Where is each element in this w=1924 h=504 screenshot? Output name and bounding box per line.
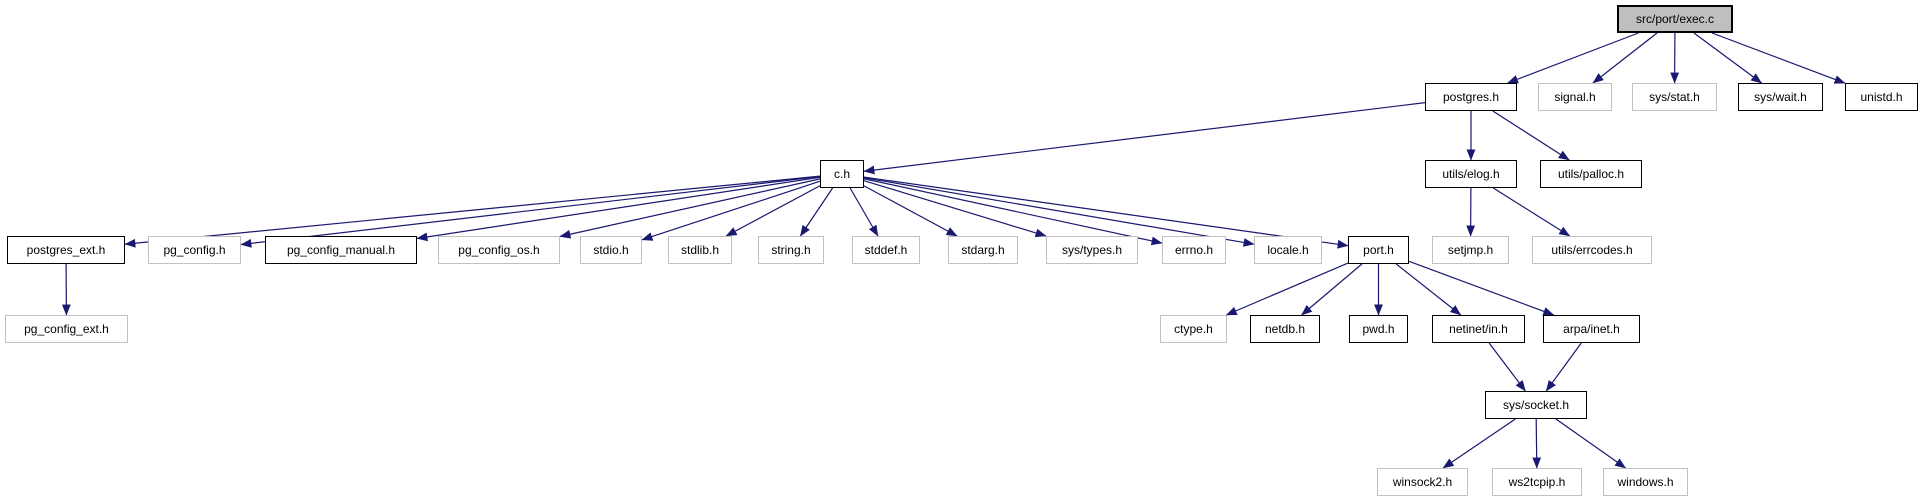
graph-node-label: pwd.h <box>1362 322 1395 336</box>
graph-node-label: port.h <box>1363 243 1394 257</box>
graph-node-postgres-ext-h[interactable]: postgres_ext.h <box>7 236 125 264</box>
graph-node-winsock2-h: winsock2.h <box>1377 468 1468 496</box>
edge-c-h-to-postgres-ext-h <box>124 175 821 248</box>
edge-c-h-to-pg-config-h <box>240 175 821 248</box>
edge-c-h-to-port-h <box>863 176 1349 249</box>
graph-node-label: ctype.h <box>1174 322 1213 336</box>
edge-c-h-to-pg-config-manual-h <box>416 176 821 242</box>
edge-exec-c-to-postgres-h <box>1507 32 1639 84</box>
edge-c-h-to-stdio-h <box>641 180 821 241</box>
graph-node-label: sys/types.h <box>1061 243 1123 257</box>
graph-node-postgres-h[interactable]: postgres.h <box>1425 83 1517 111</box>
graph-node-signal-h: signal.h <box>1538 83 1612 111</box>
edge-c-h-to-string-h <box>799 187 834 237</box>
graph-node-label: pg_config_manual.h <box>286 243 396 257</box>
graph-node-label: unistd.h <box>1860 90 1903 104</box>
edge-c-h-to-sys-types-h <box>863 180 1047 238</box>
graph-node-windows-h: windows.h <box>1603 468 1688 496</box>
edge-postgres-h-to-c-h <box>863 102 1426 175</box>
graph-node-label: postgres.h <box>1442 90 1500 104</box>
graph-node-label: sys/socket.h <box>1502 398 1570 412</box>
graph-node-sys-socket-h[interactable]: sys/socket.h <box>1485 391 1587 419</box>
graph-node-label: arpa/inet.h <box>1563 322 1620 336</box>
edge-sys-socket-h-to-winsock2-h <box>1442 418 1516 469</box>
edge-utils-elog-h-to-utils-errcodes-h <box>1492 187 1571 237</box>
edge-c-h-to-pg-config-os-h <box>559 178 821 239</box>
graph-node-label: c.h <box>833 167 850 181</box>
graph-node-stdio-h: stdio.h <box>580 236 642 264</box>
graph-node-netdb-h[interactable]: netdb.h <box>1250 315 1320 343</box>
graph-node-label: stdlib.h <box>680 243 720 257</box>
graph-node-ctype-h: ctype.h <box>1160 315 1227 343</box>
edge-exec-c-to-unistd-h <box>1711 32 1846 84</box>
graph-node-label: errno.h <box>1174 243 1214 257</box>
graph-node-pg-config-os-h: pg_config_os.h <box>438 236 560 264</box>
graph-node-label: sys/wait.h <box>1754 90 1807 104</box>
edge-c-h-to-stdarg-h <box>863 185 958 237</box>
edge-arpa-inet-h-to-sys-socket-h <box>1545 342 1582 392</box>
graph-node-pg-config-h: pg_config.h <box>148 236 241 264</box>
graph-node-label: src/port/exec.c <box>1635 12 1715 26</box>
graph-node-errno-h: errno.h <box>1162 236 1226 264</box>
graph-node-arpa-inet-h[interactable]: arpa/inet.h <box>1543 315 1640 343</box>
graph-node-label: utils/palloc.h <box>1557 167 1625 181</box>
edge-c-h-to-errno-h <box>863 178 1163 246</box>
graph-node-string-h: string.h <box>758 236 824 264</box>
graph-node-stddef-h: stddef.h <box>852 236 920 264</box>
graph-node-utils-elog-h[interactable]: utils/elog.h <box>1425 160 1517 188</box>
graph-node-exec-c: src/port/exec.c <box>1617 5 1733 33</box>
graph-node-label: locale.h <box>1267 243 1309 257</box>
graph-node-pg-config-ext-h: pg_config_ext.h <box>5 315 128 343</box>
graph-node-label: sys/stat.h <box>1649 90 1700 104</box>
graph-node-setjmp-h: setjmp.h <box>1432 236 1509 264</box>
graph-node-stdarg-h: stdarg.h <box>948 236 1018 264</box>
graph-node-label: stdarg.h <box>961 243 1005 257</box>
edge-sys-socket-h-to-windows-h <box>1555 418 1627 469</box>
graph-node-c-h[interactable]: c.h <box>820 160 864 188</box>
graph-node-label: utils/elog.h <box>1442 167 1500 181</box>
graph-node-label: utils/errcodes.h <box>1551 243 1633 257</box>
graph-node-label: netdb.h <box>1264 322 1306 336</box>
edge-netinet-in-h-to-sys-socket-h <box>1488 342 1526 392</box>
graph-node-locale-h: locale.h <box>1254 236 1322 264</box>
graph-node-label: stddef.h <box>864 243 908 257</box>
graph-node-pwd-h[interactable]: pwd.h <box>1349 315 1408 343</box>
edge-sys-socket-h-to-ws2tcpip-h <box>1532 418 1542 469</box>
edge-exec-c-to-sys-wait-h <box>1693 32 1763 84</box>
graph-node-label: pg_config.h <box>163 243 226 257</box>
graph-node-stdlib-h: stdlib.h <box>668 236 732 264</box>
edge-postgres-h-to-utils-palloc-h <box>1492 110 1570 161</box>
edge-c-h-to-locale-h <box>863 177 1255 247</box>
edge-port-h-to-netdb-h <box>1301 263 1363 316</box>
edge-port-h-to-netinet-in-h <box>1395 263 1462 316</box>
graph-node-label: pg_config_os.h <box>458 243 540 257</box>
graph-node-label: ws2tcpip.h <box>1508 475 1566 489</box>
graph-node-sys-stat-h: sys/stat.h <box>1632 83 1717 111</box>
graph-node-sys-wait-h[interactable]: sys/wait.h <box>1738 83 1823 111</box>
graph-node-label: setjmp.h <box>1447 243 1494 257</box>
graph-node-utils-palloc-h[interactable]: utils/palloc.h <box>1540 160 1642 188</box>
graph-node-label: string.h <box>771 243 811 257</box>
graph-node-label: stdio.h <box>593 243 629 257</box>
graph-node-port-h[interactable]: port.h <box>1348 236 1409 264</box>
edge-c-h-to-stddef-h <box>849 187 879 237</box>
edge-port-h-to-arpa-inet-h <box>1408 260 1555 316</box>
graph-node-label: windows.h <box>1617 475 1674 489</box>
graph-node-pg-config-manual-h[interactable]: pg_config_manual.h <box>265 236 417 264</box>
graph-node-utils-errcodes-h: utils/errcodes.h <box>1532 236 1652 264</box>
edge-c-h-to-stdlib-h <box>725 185 821 237</box>
graph-node-unistd-h[interactable]: unistd.h <box>1845 83 1918 111</box>
graph-node-sys-types-h: sys/types.h <box>1046 236 1138 264</box>
graph-node-label: signal.h <box>1554 90 1596 104</box>
graph-node-label: winsock2.h <box>1392 475 1453 489</box>
graph-node-label: pg_config_ext.h <box>24 322 109 336</box>
graph-node-label: netinet/in.h <box>1449 322 1508 336</box>
graph-node-ws2tcpip-h: ws2tcpip.h <box>1492 468 1582 496</box>
graph-node-netinet-in-h[interactable]: netinet/in.h <box>1432 315 1525 343</box>
edge-exec-c-to-signal-h <box>1592 32 1658 84</box>
edge-port-h-to-ctype-h <box>1225 262 1349 316</box>
graph-node-label: postgres_ext.h <box>26 243 106 257</box>
